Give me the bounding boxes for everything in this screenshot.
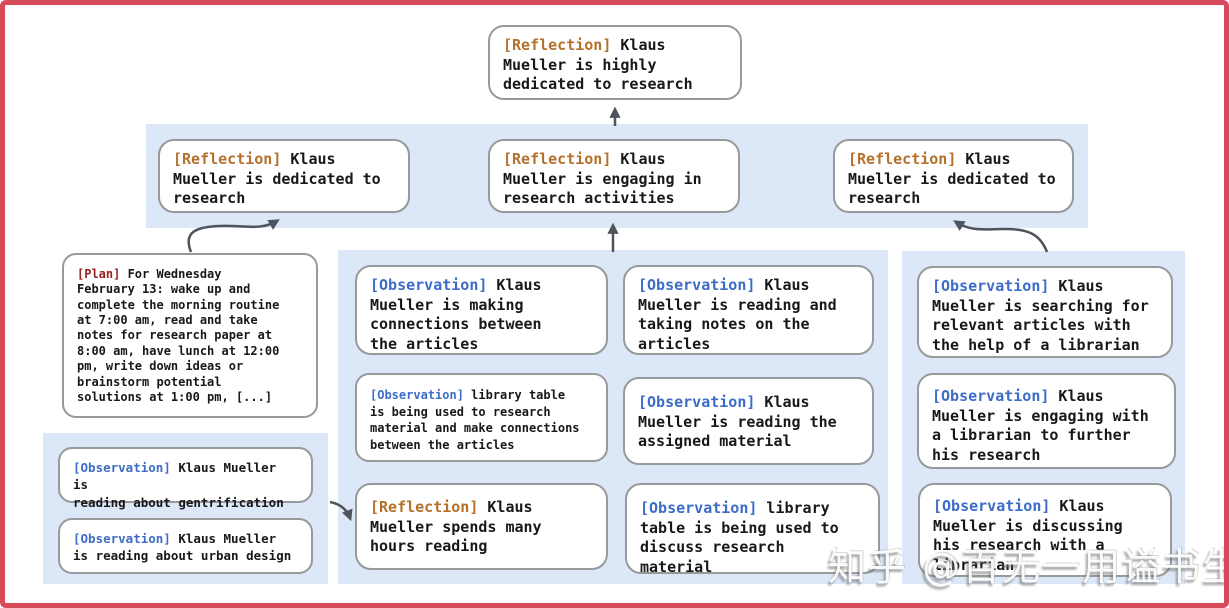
arrow-leftband-to-reflection-icon [329,500,353,522]
node-observation-making-connections: [Observation] Klaus Mueller is making co… [355,265,608,355]
observation-tag: [Observation] [638,276,756,294]
reflection-tag: [Reflection] [173,150,282,168]
reflection-tag: [Reflection] [848,150,957,168]
node-observation-urban-design: [Observation] Klaus Mueller is reading a… [58,518,313,574]
node-observation-gentrification: [Observation] Klaus Mueller is reading a… [58,447,313,510]
node-observation-library-table-discuss: [Observation] library table is being use… [625,483,880,576]
node-text: For Wednesday February 13: wake up and c… [77,267,280,404]
observation-tag: [Observation] [638,393,756,411]
node-plan: [Plan] For Wednesday February 13: wake u… [62,253,318,418]
node-observation-engaging-librarian: [Observation] Klaus Mueller is engaging … [917,373,1176,469]
reflection-tag: [Reflection] [370,498,479,516]
observation-tag: [Observation] [932,387,1050,405]
node-text: Klaus Mueller is making connections betw… [370,276,542,353]
observation-tag: [Observation] [73,460,171,475]
node-observation-library-table-research: [Observation] library table is being use… [355,373,608,462]
arrow-plan-to-reflection-icon [187,219,280,253]
node-text: Klaus Mueller spends many hours reading [370,498,542,555]
node-reflection-top: [Reflection] Klaus Mueller is highly ded… [488,25,742,100]
node-reflection-left: [Reflection] Klaus Mueller is dedicated … [158,139,410,213]
node-reflection-right: [Reflection] Klaus Mueller is dedicated … [833,139,1074,213]
observation-tag: [Observation] [932,277,1050,295]
observation-tag: [Observation] [933,497,1051,515]
observation-tag: [Observation] [370,388,464,402]
node-text: Klaus Mueller is reading and taking note… [638,276,837,353]
node-text: Klaus Mueller is reading about urban des… [73,531,292,564]
node-text: Klaus Mueller is dedicated to research [173,150,381,207]
observation-tag: [Observation] [73,531,171,546]
node-observation-searching-articles: [Observation] Klaus Mueller is searching… [917,266,1173,358]
node-text: Klaus Mueller is highly dedicated to res… [503,36,693,93]
node-reflection-spends-hours-reading: [Reflection] Klaus Mueller spends many h… [355,483,608,570]
node-text: Klaus Mueller is discussing his research… [933,497,1123,574]
node-text: Klaus Mueller is dedicated to research [848,150,1056,207]
node-text: library table is being used to discuss r… [640,499,839,576]
zhihu-watermark: 知乎 @百无一用谥书生 [828,545,1229,589]
node-reflection-middle: [Reflection] Klaus Mueller is engaging i… [488,139,740,213]
node-text: Klaus Mueller is searching for relevant … [932,277,1149,354]
observation-tag: [Observation] [370,276,488,294]
node-text: Klaus Mueller is engaging in research ac… [503,150,702,207]
node-text: Klaus Mueller is engaging with a librari… [932,387,1149,464]
node-text: library table is being used to research … [370,388,580,452]
plan-tag: [Plan] [77,267,121,281]
node-observation-discussing-research: [Observation] Klaus Mueller is discussin… [918,483,1172,577]
node-text: Klaus Mueller is reading about gentrific… [73,460,284,510]
node-text: Klaus Mueller is reading the assigned ma… [638,393,837,450]
observation-tag: [Observation] [640,499,758,517]
reflection-tag: [Reflection] [503,36,612,54]
node-observation-taking-notes: [Observation] Klaus Mueller is reading a… [623,265,874,355]
node-observation-reading-assigned-material: [Observation] Klaus Mueller is reading t… [623,377,874,465]
arrow-rightband-to-reflection-icon [953,220,1049,253]
reflection-tag: [Reflection] [503,150,612,168]
